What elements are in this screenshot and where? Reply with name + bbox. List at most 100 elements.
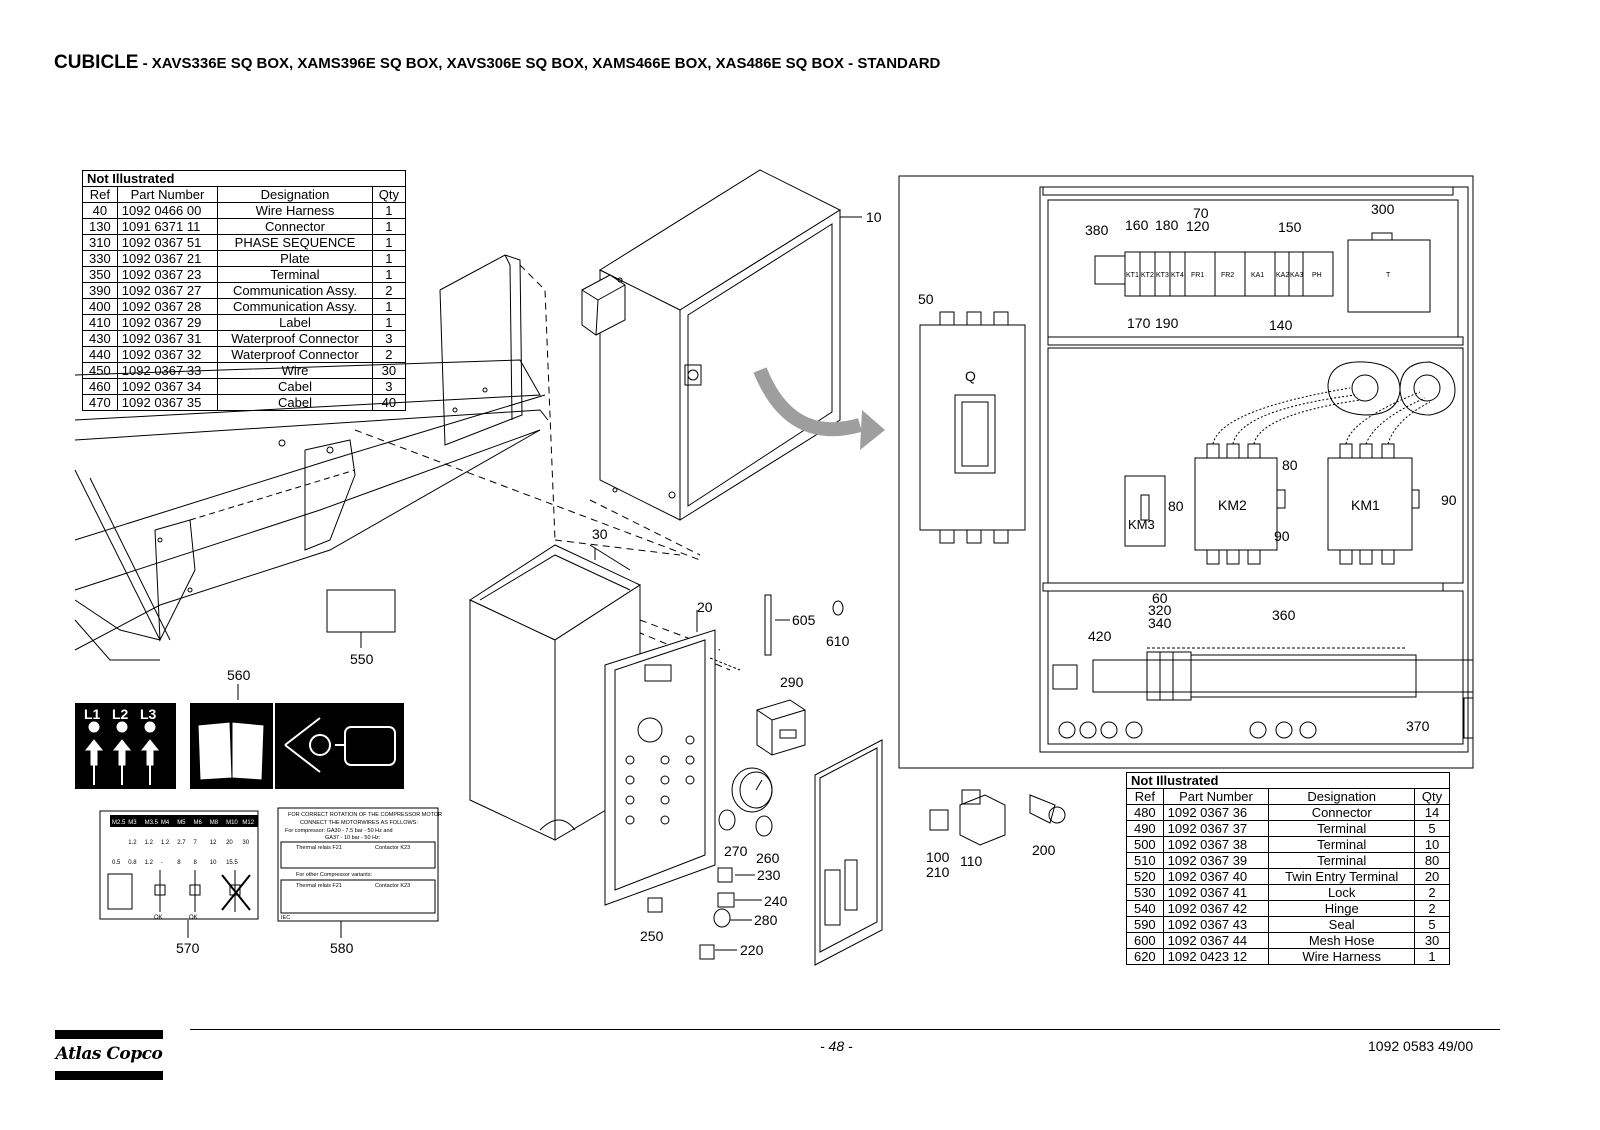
label-570-head-cell: M4 xyxy=(161,820,170,826)
header-qty: Qty xyxy=(371,186,407,203)
not-illustrated-table-left: Not Illustrated Ref Part Number Designat… xyxy=(82,170,407,411)
cell-ref: 600 xyxy=(1126,932,1164,949)
callout-10: 10 xyxy=(866,209,882,225)
callout-280: 280 xyxy=(754,912,778,928)
table-caption: Not Illustrated xyxy=(82,170,406,187)
cell-ref: 520 xyxy=(1126,868,1164,885)
callout-420: 420 xyxy=(1088,628,1112,644)
footer-divider xyxy=(190,1029,1500,1030)
label-580-contactor-1: Contactor K23 xyxy=(375,845,410,851)
cell-qty: 30 xyxy=(371,362,407,379)
label-570-row2-cell: 15.5 xyxy=(226,860,238,866)
logo-text: Atlas Copco xyxy=(55,1044,163,1064)
cell-qty: 3 xyxy=(371,330,407,347)
label-570-head-cell: M3 xyxy=(128,820,137,826)
callout-120: 120 xyxy=(1186,218,1210,234)
table-header-row: Ref Part Number Designation Qty xyxy=(1126,788,1450,805)
cell-part-number: 1092 0367 34 xyxy=(116,378,219,395)
label-570-head-cell: M10 xyxy=(226,820,238,826)
ok-label-1: OK xyxy=(154,915,163,921)
label-570-row1-cell: 1.2 xyxy=(161,840,170,846)
label-570-head-cell: M2.5 xyxy=(112,820,126,826)
label-580-line3: For compressor: GA30 - 7.5 bar - 50 Hz a… xyxy=(285,828,393,834)
cell-qty: 1 xyxy=(371,218,407,235)
callout-60: 60 xyxy=(1152,590,1168,606)
ph-label: PH xyxy=(1312,272,1322,279)
callout-370: 370 xyxy=(1406,718,1430,734)
label-580-iec: IEC xyxy=(281,915,290,921)
cell-part-number: 1092 0367 42 xyxy=(1162,900,1270,917)
cell-designation: Connector xyxy=(1268,804,1416,821)
label-580-relay-2: Thermal relais F21 xyxy=(296,883,342,889)
kt2-label: KT2 xyxy=(1141,272,1154,279)
callout-50: 50 xyxy=(918,291,934,307)
document-number: 1092 0583 49/00 xyxy=(1368,1038,1474,1054)
t-label: T xyxy=(1386,272,1391,279)
cubicle-interior-view xyxy=(898,175,1474,769)
cell-designation: Wire Harness xyxy=(1268,948,1416,965)
cell-part-number: 1092 0367 51 xyxy=(116,234,219,251)
label-570-head-cell: M8 xyxy=(210,820,219,826)
label-570-row1-cell: 7 xyxy=(194,840,198,846)
callout-160: 160 xyxy=(1125,217,1149,233)
cell-designation: PHASE SEQUENCE xyxy=(217,234,373,251)
label-570-row2-cell: 8 xyxy=(177,860,181,866)
callout-70: 70 xyxy=(1193,205,1209,221)
callout-230: 230 xyxy=(757,867,781,883)
label-570-row2-cell: 0.5 xyxy=(112,860,121,866)
sticker-550 xyxy=(326,589,396,633)
l3-label: L3 xyxy=(140,706,157,722)
label-580-line1: FOR CORRECT ROTATION OF THE COMPRESSOR M… xyxy=(288,812,442,818)
label-570-row2-cell: 0.8 xyxy=(128,860,137,866)
label-570-row2-cell: 10 xyxy=(210,860,217,866)
table-caption: Not Illustrated xyxy=(1126,772,1450,789)
header-designation: Designation xyxy=(1268,788,1416,805)
kt3-label: KT3 xyxy=(1156,272,1169,279)
callout-100: 100 xyxy=(926,849,950,865)
label-560: L1 L2 L3 xyxy=(75,703,404,789)
label-580: FOR CORRECT ROTATION OF THE COMPRESSOR M… xyxy=(277,807,442,938)
callout-605: 605 xyxy=(792,612,816,628)
cell-qty: 14 xyxy=(1414,804,1450,821)
ok-label-2: OK xyxy=(189,915,198,921)
callout-20: 20 xyxy=(697,599,713,615)
callout-210: 210 xyxy=(926,864,950,880)
callout-380: 380 xyxy=(1085,222,1109,238)
callout-80-km3: 80 xyxy=(1168,498,1184,514)
cell-part-number: 1092 0367 40 xyxy=(1162,868,1270,885)
part-610-plug xyxy=(832,600,844,616)
label-570-row2-cell: - xyxy=(161,860,163,866)
device-labels: Q KM2 KM1 KM3 KT1 KT2 KT3 KT4 FR1 FR2 KA… xyxy=(965,272,1391,532)
base-frame xyxy=(74,254,549,661)
ka3-label: KA3 xyxy=(1290,272,1303,279)
label-580-other: For other Compressor variants: xyxy=(296,872,373,878)
fr1-label: FR1 xyxy=(1191,272,1204,279)
cell-qty: 1 xyxy=(371,202,407,219)
callout-340: 340 xyxy=(1148,615,1172,631)
callout-570: 570 xyxy=(176,940,200,956)
label-plate xyxy=(814,739,883,966)
callout-200: 200 xyxy=(1032,842,1056,858)
arrow-shape xyxy=(753,367,862,437)
label-570-head-cell: M12 xyxy=(242,820,254,826)
page-number: - 48 - xyxy=(820,1038,853,1054)
km3-label: KM3 xyxy=(1128,517,1155,532)
callout-290: 290 xyxy=(780,674,804,690)
l1-label: L1 xyxy=(84,706,101,722)
callout-320: 320 xyxy=(1148,602,1172,618)
label-570-row1-cell: 30 xyxy=(242,840,249,846)
label-570-row1-cell: 1.2 xyxy=(145,840,154,846)
label-570-row1-cell: 2.7 xyxy=(177,840,186,846)
table-header-row: Ref Part Number Designation Qty xyxy=(82,186,407,203)
ka2-label: KA2 xyxy=(1276,272,1289,279)
callout-300: 300 xyxy=(1371,201,1395,217)
header-designation: Designation xyxy=(217,186,373,203)
